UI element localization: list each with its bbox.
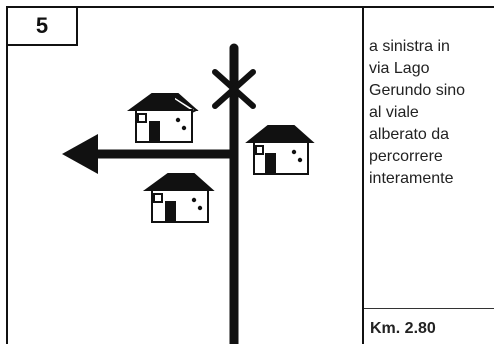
house-icon xyxy=(126,93,199,143)
left-turn-arrow-icon xyxy=(62,134,234,174)
house-icon xyxy=(142,173,215,223)
direction-line: al viale xyxy=(369,104,419,121)
distance-label: Km. 2.80 xyxy=(370,320,436,337)
start-cross-icon xyxy=(212,69,256,109)
direction-line: a sinistra in xyxy=(369,38,450,55)
house-icon xyxy=(245,125,315,175)
direction-line: alberato da xyxy=(369,126,450,143)
direction-line: percorrere xyxy=(369,148,443,165)
route-diagram-panel: 5 xyxy=(6,6,364,344)
distance-divider xyxy=(364,308,494,309)
directions-panel: a sinistra in via Lago Gerundo sino al v… xyxy=(364,6,494,344)
direction-line: via Lago xyxy=(369,60,430,77)
direction-line: Gerundo sino xyxy=(369,82,466,99)
direction-text: a sinistra in via Lago Gerundo sino al v… xyxy=(369,36,494,190)
step-number: 5 xyxy=(35,13,49,38)
route-diagram xyxy=(62,43,315,344)
step-number-box: 5 xyxy=(8,8,78,46)
direction-line: interamente xyxy=(369,170,454,187)
